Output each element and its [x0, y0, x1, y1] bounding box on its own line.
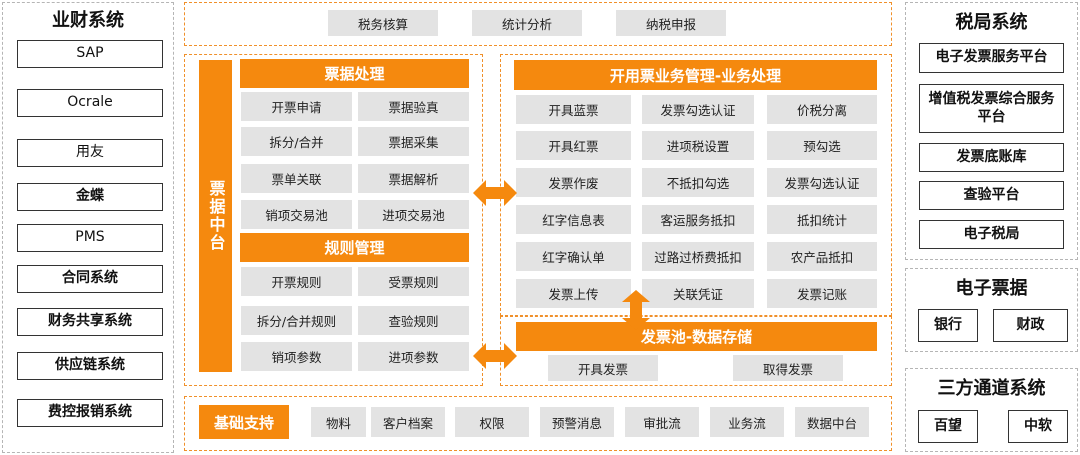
rule-item: 销项参数: [241, 342, 352, 371]
ticket-item: 票据采集: [358, 127, 469, 156]
ticket-item: 销项交易池: [241, 200, 352, 229]
ticket-item: 开票申请: [241, 92, 352, 121]
rule-item: 拆分/合并规则: [241, 306, 352, 335]
tax-declaration: 纳税申报: [616, 10, 726, 36]
ticket-hub-label: 票据中台: [199, 60, 232, 372]
base-support-panel: [184, 396, 892, 451]
business-item: 发票作废: [516, 168, 631, 197]
business-item: 开具蓝票: [516, 95, 631, 124]
business-item: 农产品抵扣: [767, 242, 877, 271]
business-processing-panel: [500, 54, 892, 316]
vat-invoice-service-platform: 增值税发票综合服务平台: [919, 84, 1064, 133]
e-ticket-title: 电子票据: [955, 278, 1028, 299]
base-item: 客户档案: [371, 407, 445, 437]
e-tax-bureau: 电子税局: [919, 220, 1064, 249]
e-ticket-panel: [905, 268, 1078, 352]
business-processing-title: 开用票业务管理-业务处理: [514, 60, 877, 90]
rule-item: 进项参数: [358, 342, 469, 371]
business-item: 过路过桥费抵扣: [642, 242, 754, 271]
base-item: 数据中台: [795, 407, 869, 437]
bank-box: 银行: [918, 309, 978, 342]
double-arrow-horizontal-icon: [473, 177, 517, 209]
business-item: 抵扣统计: [767, 205, 877, 234]
system-ocrale: Ocrale: [17, 89, 163, 117]
system-pms: PMS: [17, 224, 163, 252]
ticket-item: 拆分/合并: [241, 127, 352, 156]
third-party-title: 三方通道系统: [937, 378, 1046, 399]
business-item: 发票勾选认证: [767, 168, 877, 197]
ticket-item: 票据验真: [358, 92, 469, 121]
system-yonyou: 用友: [17, 139, 163, 167]
finance-systems-title: 业财系统: [52, 10, 124, 31]
business-item: 红字确认单: [516, 242, 631, 271]
double-arrow-horizontal-icon: [473, 340, 517, 372]
business-item: 预勾选: [767, 131, 877, 160]
statistical-analysis: 统计分析: [472, 10, 582, 36]
business-item: 不抵扣勾选: [642, 168, 754, 197]
base-item: 权限: [455, 407, 529, 437]
pool-issued-invoices: 开具发票: [548, 355, 658, 381]
tax-accounting: 税务核算: [328, 10, 438, 36]
base-item: 预警消息: [540, 407, 614, 437]
finance-systems-panel: [2, 2, 174, 453]
ticket-processing-title: 票据处理: [240, 59, 469, 88]
base-item: 业务流: [710, 407, 784, 437]
business-item: 关联凭证: [642, 279, 754, 308]
business-item: 价税分离: [767, 95, 877, 124]
zhongruan-box: 中软: [1008, 410, 1068, 443]
e-invoice-service-platform: 电子发票服务平台: [919, 43, 1064, 73]
rule-item: 查验规则: [358, 306, 469, 335]
double-arrow-vertical-icon: [621, 290, 651, 330]
system-kingdee: 金蝶: [17, 183, 163, 211]
rule-item: 开票规则: [241, 267, 352, 296]
ticket-hub-panel: [184, 54, 483, 386]
baiwang-box: 百望: [918, 410, 978, 443]
invoice-ledger: 发票底账库: [919, 143, 1064, 172]
business-item: 开具红票: [516, 131, 631, 160]
ticket-hub-label-text: 票据中台: [206, 180, 226, 252]
finance-box: 财政: [993, 309, 1068, 342]
ticket-item: 票据解析: [358, 164, 469, 193]
business-item: 发票上传: [516, 279, 631, 308]
business-item: 进项税设置: [642, 131, 754, 160]
base-item: 审批流: [625, 407, 699, 437]
rule-management-title: 规则管理: [240, 233, 469, 262]
system-sap: SAP: [17, 40, 163, 68]
system-expense-control: 费控报销系统: [17, 399, 163, 427]
verification-platform: 查验平台: [919, 181, 1064, 210]
top-function-bar: [184, 2, 892, 46]
business-item: 发票勾选认证: [642, 95, 754, 124]
business-item: 发票记账: [767, 279, 877, 308]
tax-bureau-panel: [905, 2, 1078, 260]
rule-item: 受票规则: [358, 267, 469, 296]
business-item: 客运服务抵扣: [642, 205, 754, 234]
base-support-title: 基础支持: [199, 405, 289, 439]
system-supply-chain: 供应链系统: [17, 352, 163, 380]
ticket-item: 票单关联: [241, 164, 352, 193]
third-party-panel: [905, 368, 1078, 452]
tax-bureau-title: 税局系统: [955, 12, 1028, 33]
system-contract: 合同系统: [17, 265, 163, 293]
invoice-pool-title: 发票池-数据存储: [516, 322, 877, 351]
system-finance-shared: 财务共享系统: [17, 308, 163, 336]
base-item: 物料: [311, 407, 366, 437]
pool-received-invoices: 取得发票: [733, 355, 843, 381]
ticket-item: 进项交易池: [358, 200, 469, 229]
business-item: 红字信息表: [516, 205, 631, 234]
